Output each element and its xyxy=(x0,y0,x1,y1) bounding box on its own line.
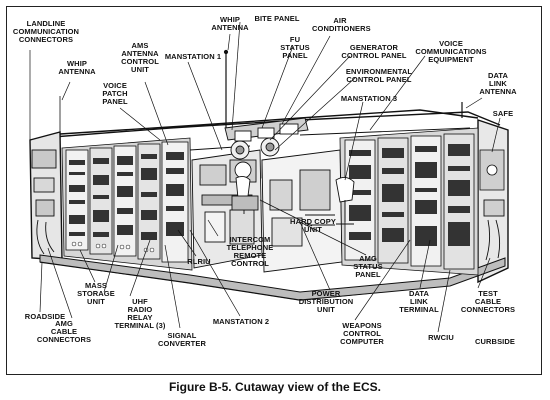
label-hard-copy-unit: HARD COPY UNIT xyxy=(290,217,336,234)
figure-frame xyxy=(6,6,542,375)
label-data-link-antenna: DATA LINK ANTENNA xyxy=(479,71,517,96)
label-rlriu: RLRIU xyxy=(187,257,211,266)
manstation-3-seat xyxy=(335,177,355,225)
label-landline-communication-connectors: LANDLINE COMMUNICATION CONNECTORS xyxy=(12,19,80,44)
label-safe: SAFE xyxy=(492,109,514,118)
label-roadside: ROADSIDE xyxy=(24,312,66,321)
shelter-floor xyxy=(39,254,506,301)
manstation-consoles xyxy=(191,149,263,269)
center-aisle xyxy=(231,149,343,273)
label-test-cable-connectors: TEST CABLE CONNECTORS xyxy=(460,289,516,314)
label-generator-control-panel: GENERATOR CONTROL PANEL xyxy=(341,43,407,60)
label-weapons-control-computer: WEAPONS CONTROL COMPUTER xyxy=(340,321,384,346)
figure-caption: Figure B-5. Cutaway view of the ECS. xyxy=(168,380,382,394)
left-equipment-racks xyxy=(61,137,193,271)
label-amg-cable-connectors: AMG CABLE CONNECTORS xyxy=(36,319,92,344)
label-voice-patch-panel: VOICE PATCH PANEL xyxy=(102,81,128,106)
label-whip-antenna-left: WHIP ANTENNA xyxy=(58,59,96,76)
label-bite-panel: BITE PANEL xyxy=(254,14,300,23)
label-mass-storage-unit: MASS STORAGE UNIT xyxy=(77,281,115,306)
label-rwciu: RWCIU xyxy=(428,333,454,342)
label-amg-status-panel: AMG STATUS PANEL xyxy=(353,254,383,279)
label-power-distribution-unit: POWER DISTRIBUTION UNIT xyxy=(298,289,354,314)
label-intercom-telephone-remote-control: INTERCOM TELEPHONE REMOTE CONTROL xyxy=(226,235,274,268)
end-connectors xyxy=(31,149,505,261)
label-manstation-3: MANSTATION 3 xyxy=(340,94,398,103)
label-data-link-terminal: DATA LINK TERMINAL xyxy=(399,289,439,314)
label-ams-antenna-control-unit: AMS ANTENNA CONTROL UNIT xyxy=(121,41,159,74)
label-environmental-control-panel: ENVIRONMENTAL CONTROL PANEL xyxy=(345,67,413,84)
label-voice-communications-equipment: VOICE COMMUNICATIONS EQUIPMENT xyxy=(415,39,487,64)
label-signal-converter: SIGNAL CONVERTER xyxy=(158,331,206,348)
label-manstation-2: MANSTATION 2 xyxy=(212,317,270,326)
label-uhf-radio-relay-terminal: UHF RADIO RELAY TERMINAL (3) xyxy=(114,297,166,330)
label-whip-antenna-top: WHIP ANTENNA xyxy=(211,15,249,32)
leader-lines xyxy=(29,21,501,333)
right-equipment-racks xyxy=(339,127,505,276)
label-fu-status-panel: FU STATUS PANEL xyxy=(280,35,310,60)
label-manstation-1: MANSTATION 1 xyxy=(164,52,222,61)
label-air-conditioners: AIR CONDITIONERS xyxy=(312,16,371,33)
antennas xyxy=(59,49,463,134)
label-curbside: CURBSIDE xyxy=(475,337,515,346)
